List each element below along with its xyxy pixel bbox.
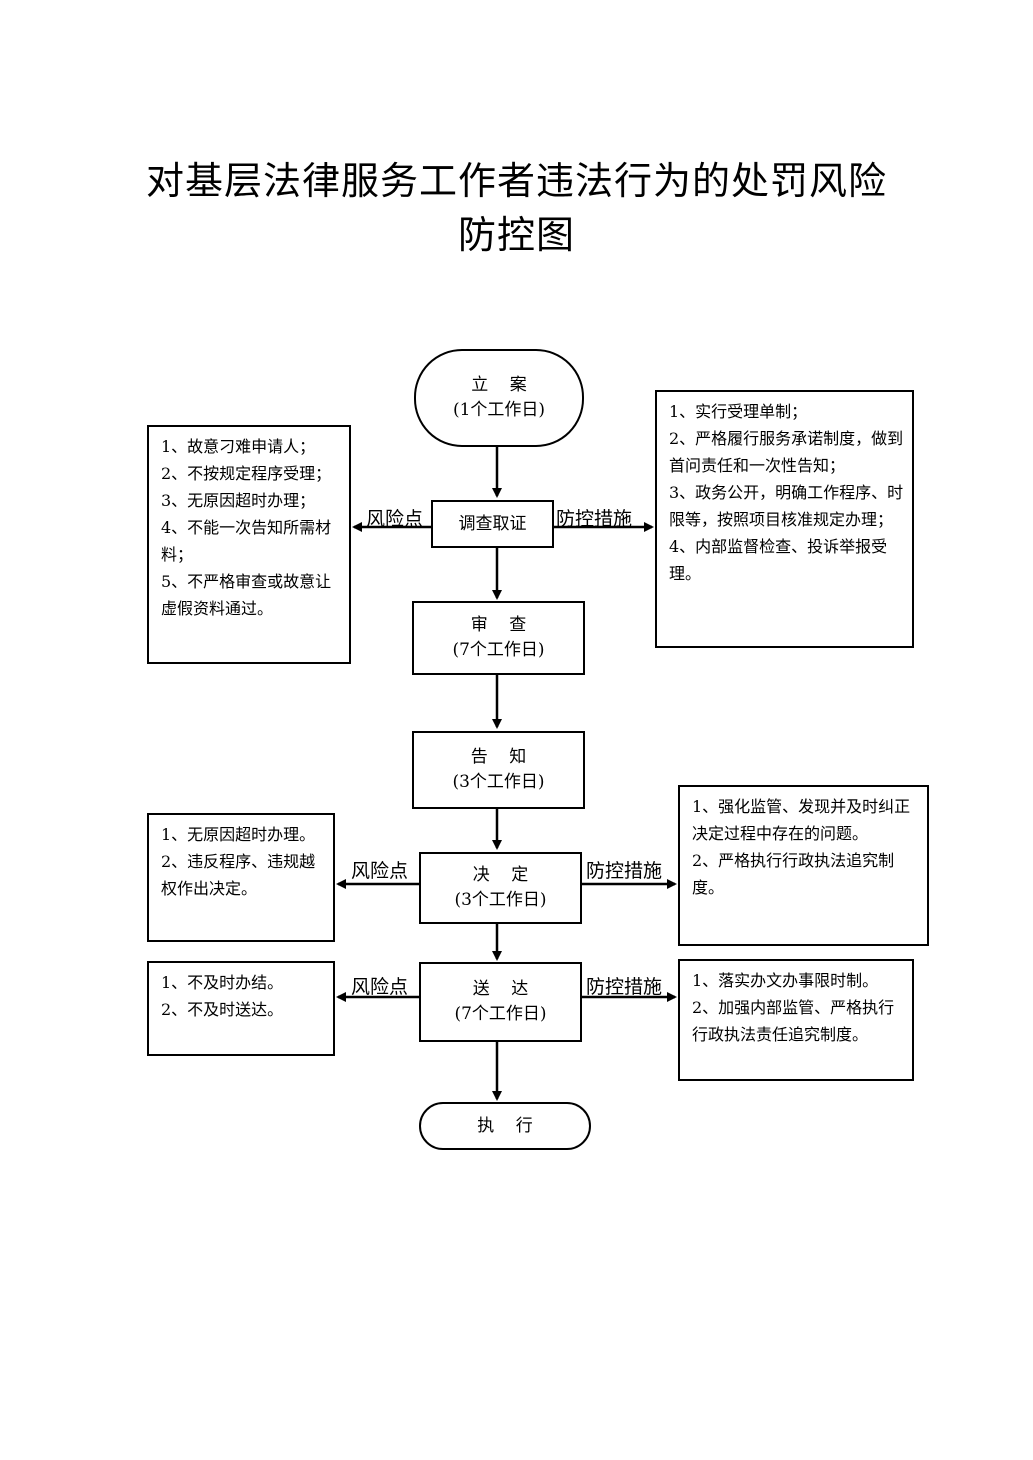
control-item: 2、加强内部监管、严格执行行政执法责任追究制度。 — [692, 998, 895, 1044]
control-label-diaocha: 防控措施 — [556, 508, 633, 530]
risk-box-songda: 1、不及时办结。 2、不及时送达。 — [147, 961, 335, 1056]
step-lian-name: 立 案 — [471, 375, 527, 395]
step-shencha-name: 审 查 — [470, 615, 527, 635]
control-item: 1、实行受理单制； — [669, 402, 808, 421]
step-gaozhi-days: (3个工作日) — [452, 772, 545, 792]
risk-box-diaocha: 1、故意刁难申请人； 2、不按规定程序受理； 3、无原因超时办理； 4、不能一次… — [147, 425, 351, 664]
step-zhixing: 执 行 — [419, 1102, 591, 1150]
risk-item: 4、不能一次告知所需材料； — [161, 518, 332, 564]
step-jueding-days: (3个工作日) — [454, 890, 547, 910]
step-gaozhi-name: 告 知 — [470, 747, 527, 767]
risk-item: 1、无原因超时办理。 — [161, 825, 316, 844]
step-diaocha-name: 调查取证 — [458, 513, 527, 534]
risk-item: 2、不按规定程序受理； — [161, 464, 332, 483]
risk-label-diaocha: 风险点 — [366, 508, 424, 530]
step-shencha-days: (7个工作日) — [452, 640, 545, 660]
risk-box-jueding: 1、无原因超时办理。 2、违反程序、违规越权作出决定。 — [147, 813, 335, 942]
risk-item: 1、故意刁难申请人； — [161, 437, 316, 456]
step-songda-days: (7个工作日) — [454, 1004, 547, 1024]
page-title-line1: 对基层法律服务工作者违法行为的处罚风险 — [145, 159, 887, 203]
step-jueding: 决 定 (3个工作日) — [419, 852, 582, 924]
control-item: 2、严格履行服务承诺制度，做到首问责任和一次性告知； — [669, 429, 904, 475]
control-box-jueding: 1、强化监管、发现并及时纠正决定过程中存在的问题。 2、严格执行行政执法追究制度… — [678, 785, 929, 946]
step-zhixing-name: 执 行 — [477, 1115, 533, 1136]
risk-item: 5、不严格审查或故意让虚假资料通过。 — [161, 572, 332, 618]
control-label-jueding: 防控措施 — [586, 860, 663, 882]
risk-item: 3、无原因超时办理； — [161, 491, 316, 510]
step-gaozhi: 告 知 (3个工作日) — [412, 731, 585, 809]
control-label-songda: 防控措施 — [586, 976, 663, 998]
step-shencha: 审 查 (7个工作日) — [412, 601, 585, 675]
step-songda: 送 达 (7个工作日) — [419, 962, 582, 1042]
control-box-songda: 1、落实办文办事限时制。 2、加强内部监管、严格执行行政执法责任追究制度。 — [678, 959, 914, 1081]
step-lian: 立 案 (1个工作日) — [414, 349, 584, 447]
control-item: 4、内部监督检查、投诉举报受理。 — [669, 537, 888, 583]
control-item: 1、落实办文办事限时制。 — [692, 971, 879, 990]
control-box-diaocha: 1、实行受理单制； 2、严格履行服务承诺制度，做到首问责任和一次性告知； 3、政… — [655, 390, 914, 648]
step-songda-name: 送 达 — [472, 979, 529, 999]
control-item: 1、强化监管、发现并及时纠正决定过程中存在的问题。 — [692, 797, 911, 843]
page-title-line2: 防控图 — [457, 213, 575, 257]
step-lian-days: (1个工作日) — [452, 400, 546, 420]
control-item: 3、政务公开，明确工作程序、时限等，按照项目核准规定办理； — [669, 483, 904, 529]
risk-label-jueding: 风险点 — [351, 860, 409, 882]
step-jueding-name: 决 定 — [472, 865, 529, 885]
step-diaocha: 调查取证 — [431, 500, 554, 548]
risk-item: 2、违反程序、违规越权作出决定。 — [161, 852, 316, 898]
risk-item: 1、不及时办结。 — [161, 973, 284, 992]
risk-label-songda: 风险点 — [351, 976, 409, 998]
control-item: 2、严格执行行政执法追究制度。 — [692, 851, 895, 897]
risk-item: 2、不及时送达。 — [161, 1000, 284, 1019]
